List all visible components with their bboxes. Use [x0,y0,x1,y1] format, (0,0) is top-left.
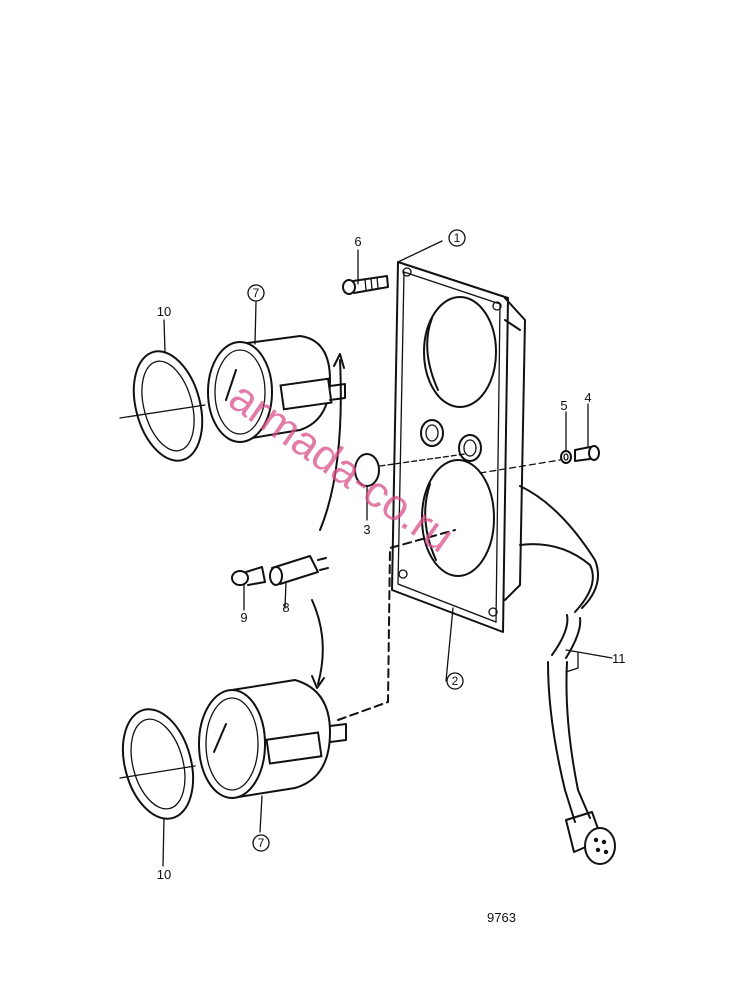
instrument-panel [391,261,526,633]
label-part-6: 6 [354,234,361,249]
bolt-part-4 [574,445,600,462]
svg-text:7: 7 [258,836,265,850]
label-part-4: 4 [584,390,591,405]
arrow-upper [319,359,342,531]
label-part-8: 8 [282,600,289,615]
svg-text:1: 1 [454,231,461,245]
bulb-part-9 [231,566,266,586]
label-part-10-lower: 10 [157,867,171,882]
arrow-upper-head [333,353,345,369]
label-part-9: 9 [240,610,247,625]
arrow-lower [311,599,324,685]
arrow-lower-head [311,675,325,689]
bulb-holder-part-8 [269,555,329,586]
bezel-ring-lower-part-10 [121,708,195,820]
label-part-1: 1 [448,229,466,247]
label-part-7-upper: 7 [247,284,265,302]
leader-lines [162,240,613,867]
label-part-10-upper: 10 [157,304,171,319]
cable-part-11 [519,485,616,865]
bolt-part-6 [342,275,389,295]
label-part-3: 3 [363,522,370,537]
gauge-upper-part-7 [119,335,346,443]
svg-text:2: 2 [452,674,459,688]
bezel-ring-upper-part-10 [132,350,204,462]
label-part-11: 11 [612,651,626,666]
figure-number: 9763 [487,910,516,925]
lower-gauge-dashed-line [337,529,456,721]
gauge-lower-part-7 [119,679,347,799]
label-part-5: 5 [560,398,567,413]
svg-text:7: 7 [253,286,260,300]
label-part-2: 2 [446,672,464,690]
bolt-centerline [479,459,561,474]
nut-part-5 [560,450,572,464]
label-part-7-lower: 7 [252,834,270,852]
